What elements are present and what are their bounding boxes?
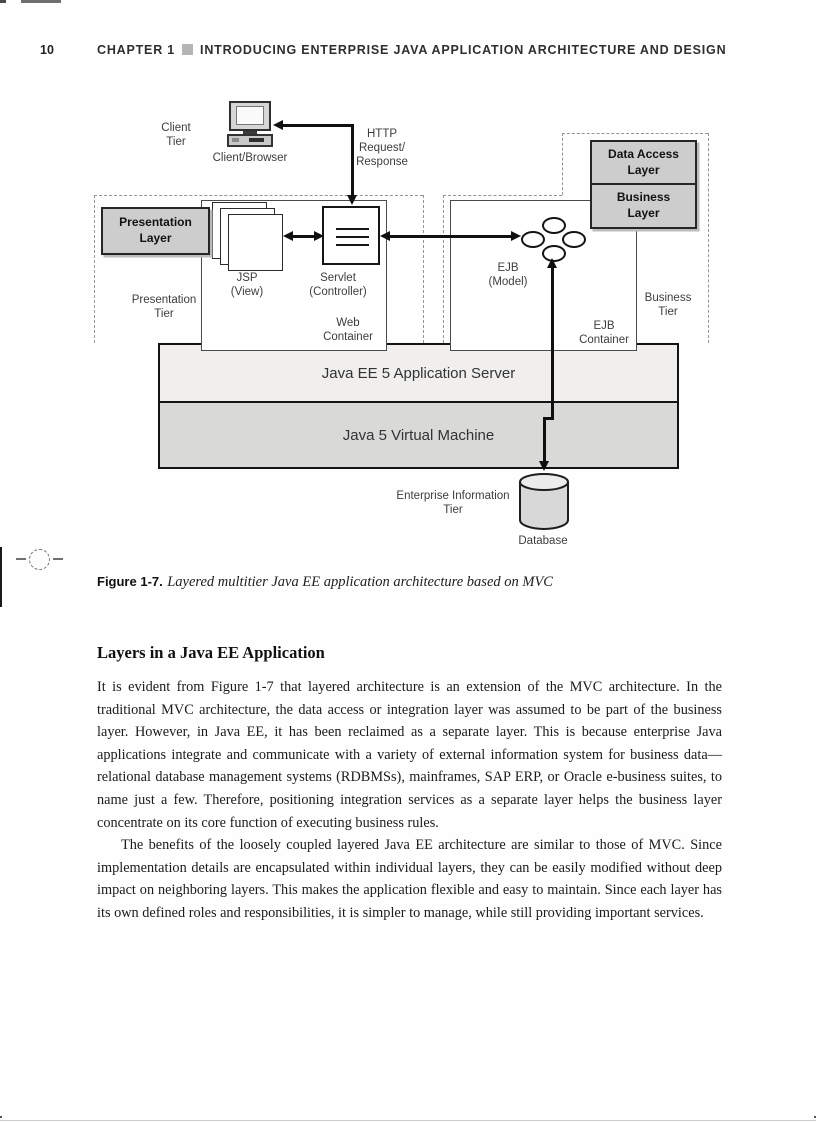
- arrow-head-to-ejb-bottom-icon: [547, 258, 557, 268]
- servlet-line: [336, 244, 369, 246]
- arrow-head-to-servlet-icon: [347, 195, 357, 205]
- arrow-head-to-database-icon: [539, 461, 549, 471]
- business-layer-label: Business Layer: [616, 190, 671, 220]
- servlet-line: [336, 228, 369, 230]
- figure-caption-label: Figure 1-7.: [97, 574, 163, 589]
- client-browser-label: Client/Browser: [212, 152, 288, 164]
- jsp-page-front-icon: [228, 214, 283, 271]
- arrow-ejb-db-upper: [551, 267, 554, 418]
- keyboard-key-icon: [232, 138, 239, 142]
- arrow-ejb-db-lower: [543, 417, 546, 462]
- business-tier-border-top: [443, 195, 562, 196]
- ejb-bean-icon: [562, 231, 586, 248]
- registration-mark-circle: [29, 549, 50, 570]
- crop-mark-top-corner: [0, 0, 6, 3]
- spine-mark: [0, 547, 2, 607]
- business-tier-border-right: [708, 133, 709, 343]
- data-access-layer-label: Data Access Layer: [608, 146, 679, 177]
- ejb-bean-icon: [521, 231, 545, 248]
- presentation-tier-label: Presentation Tier: [131, 294, 197, 321]
- business-layer-box: Business Layer: [592, 183, 695, 227]
- presentation-tier-border-right: [423, 195, 424, 343]
- section-heading: Layers in a Java EE Application: [97, 643, 325, 662]
- servlet-line: [336, 236, 369, 238]
- business-tier-label: Business Tier: [644, 292, 692, 319]
- crop-mark-top-line: [21, 0, 61, 3]
- layer-stack: Data Access Layer Business Layer: [590, 140, 697, 229]
- arrow-jsp-servlet: [293, 235, 314, 238]
- presentation-tier-border-left: [94, 195, 95, 343]
- arrow-head-to-jsp-icon: [283, 231, 293, 241]
- servlet-controller-label: Servlet (Controller): [309, 272, 367, 299]
- bottom-dot-left: [0, 1116, 2, 1118]
- arrow-head-to-client-icon: [273, 120, 283, 130]
- figure-caption: Figure 1-7. Layered multitier Java EE ap…: [97, 573, 737, 591]
- keyboard-slot-icon: [249, 138, 264, 142]
- database-icon: [519, 473, 569, 530]
- enterprise-information-tier-label: Enterprise Information Tier: [396, 490, 510, 517]
- business-tier-border-left: [443, 195, 444, 343]
- client-tier-label: Client Tier: [161, 122, 191, 149]
- presentation-layer-box: Presentation Layer: [101, 207, 210, 255]
- arrow-head-to-ejb-icon: [511, 231, 521, 241]
- chapter-title: INTRODUCING ENTERPRISE JAVA APPLICATION …: [200, 43, 727, 57]
- registration-mark-dash-left: [16, 558, 26, 560]
- arrow-servlet-ejb: [390, 235, 511, 238]
- monitor-screen-icon: [236, 106, 264, 125]
- ejb-container-label: EJB Container: [579, 320, 629, 347]
- arrow-head-to-servlet-right-icon: [380, 231, 390, 241]
- ejb-bean-icon: [542, 217, 566, 234]
- bottom-rule: [0, 1120, 816, 1121]
- application-server-bar: Java EE 5 Application Server: [160, 345, 677, 401]
- business-tier-border-bump-left: [562, 133, 563, 195]
- monitor-stand-icon: [243, 131, 257, 134]
- chapter-label: CHAPTER 1: [97, 43, 176, 57]
- arrow-ejb-db-jog: [543, 417, 554, 420]
- arrow-http-horizontal: [282, 124, 354, 127]
- jsp-view-label: JSP (View): [230, 272, 264, 299]
- body-paragraph: It is evident from Figure 1-7 that layer…: [97, 679, 722, 831]
- running-head: CHAPTER 1 INTRODUCING ENTERPRISE JAVA APP…: [97, 43, 726, 57]
- business-tier-border-bump-top: [562, 133, 708, 134]
- presentation-tier-border-top: [94, 195, 423, 196]
- arrow-head-to-servlet-left-icon: [314, 231, 324, 241]
- presentation-layer-label: Presentation Layer: [119, 215, 192, 245]
- figure-caption-text: Layered multitier Java EE application ar…: [167, 574, 553, 590]
- data-access-layer-box: Data Access Layer: [592, 142, 695, 183]
- body-paragraph: The benefits of the loosely coupled laye…: [97, 837, 722, 921]
- arrow-http-vertical: [351, 124, 354, 195]
- application-server-label: Java EE 5 Application Server: [321, 364, 516, 382]
- registration-mark-dash-right: [53, 558, 63, 560]
- database-label: Database: [518, 535, 568, 547]
- servlet-box-icon: [322, 206, 380, 265]
- jvm-bar: Java 5 Virtual Machine: [160, 401, 677, 467]
- body-text: It is evident from Figure 1-7 that layer…: [97, 676, 722, 925]
- http-request-response-label: HTTP Request/ Response: [356, 128, 408, 169]
- chapter-separator-square-icon: [182, 44, 194, 55]
- jvm-label: Java 5 Virtual Machine: [342, 426, 495, 444]
- page-number: 10: [40, 43, 54, 57]
- bottom-dot-right: [814, 1116, 816, 1118]
- web-container-label: Web Container: [323, 317, 373, 344]
- ejb-model-label: EJB (Model): [488, 262, 528, 289]
- server-bars: Java EE 5 Application Server Java 5 Virt…: [158, 343, 679, 469]
